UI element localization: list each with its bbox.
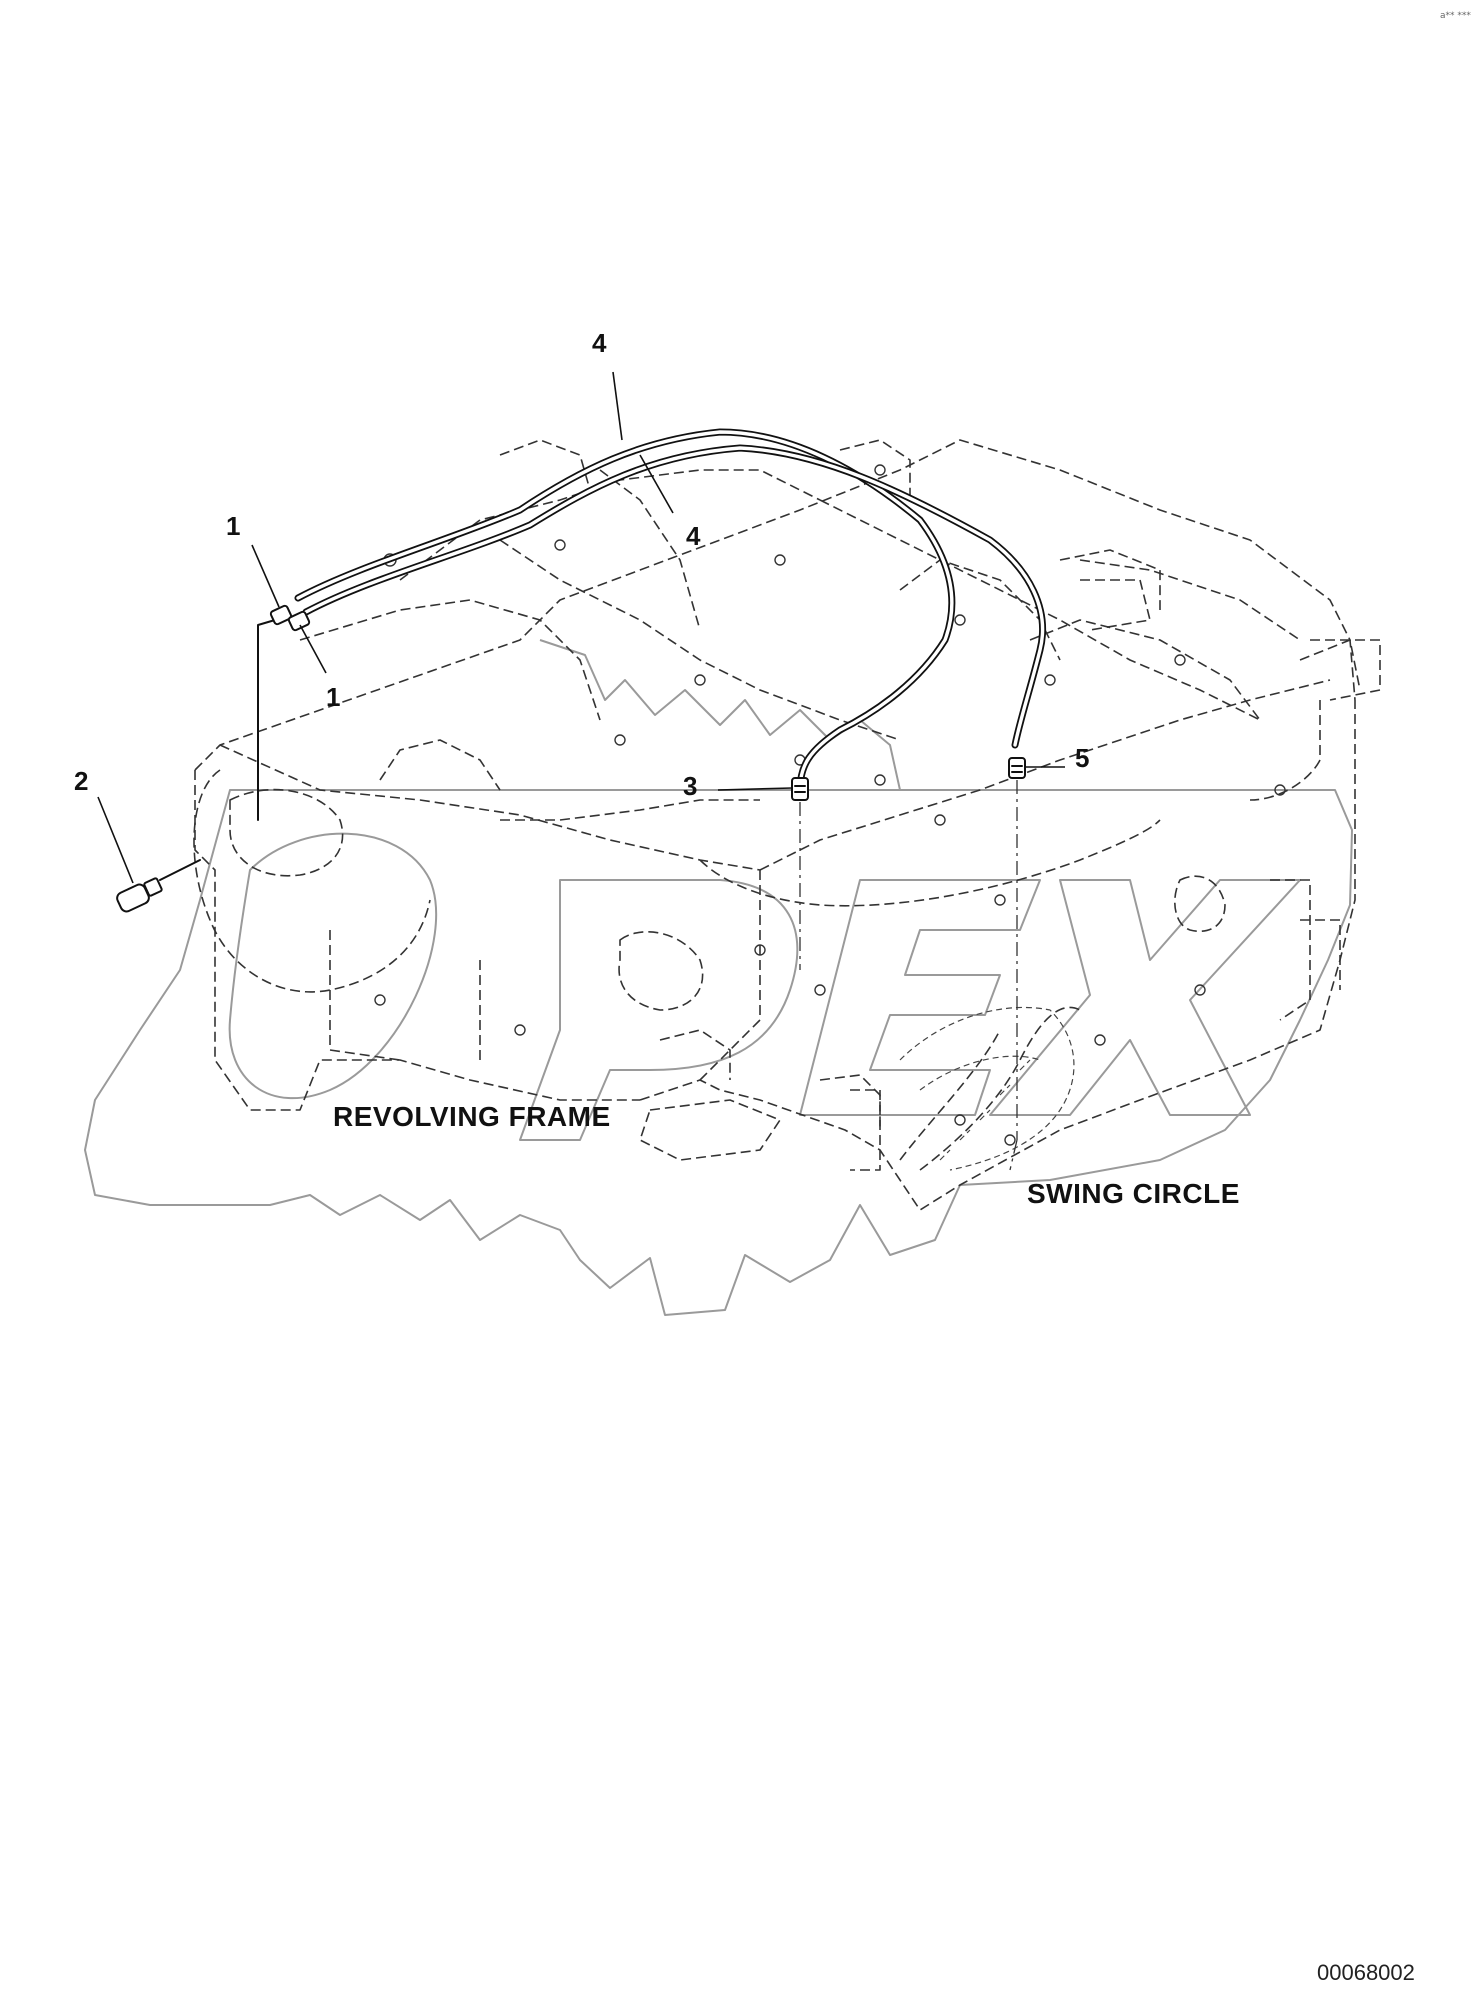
fitting-item-3: [791, 777, 809, 801]
corner-mark: a** ***: [1440, 11, 1471, 21]
watermark-logo: [84, 639, 1353, 1316]
tube-assembly: [257, 428, 1047, 821]
callout-2: 2: [74, 766, 88, 796]
callout-5: 5: [1075, 743, 1089, 773]
callout-1-lower: 1: [326, 682, 340, 712]
label-swing-circle: SWING CIRCLE: [1027, 1178, 1240, 1209]
fitting-item-5: [1008, 757, 1026, 779]
callout-4-top: 4: [592, 328, 607, 358]
callout-3: 3: [683, 771, 697, 801]
document-number: 00068002: [1317, 1960, 1415, 1985]
leader-lines: [97, 371, 1065, 884]
installation-lines: [799, 780, 1018, 1171]
revolving-frame-drawing: [193, 439, 1381, 1211]
pressure-switch-item-2: [116, 859, 201, 913]
swing-circle-drawing: [899, 1006, 1081, 1171]
label-revolving-frame: REVOLVING FRAME: [333, 1101, 611, 1132]
fitting-item-1-upper: [269, 604, 293, 626]
callout-1-upper: 1: [226, 511, 240, 541]
callout-4-middle: 4: [686, 521, 701, 551]
